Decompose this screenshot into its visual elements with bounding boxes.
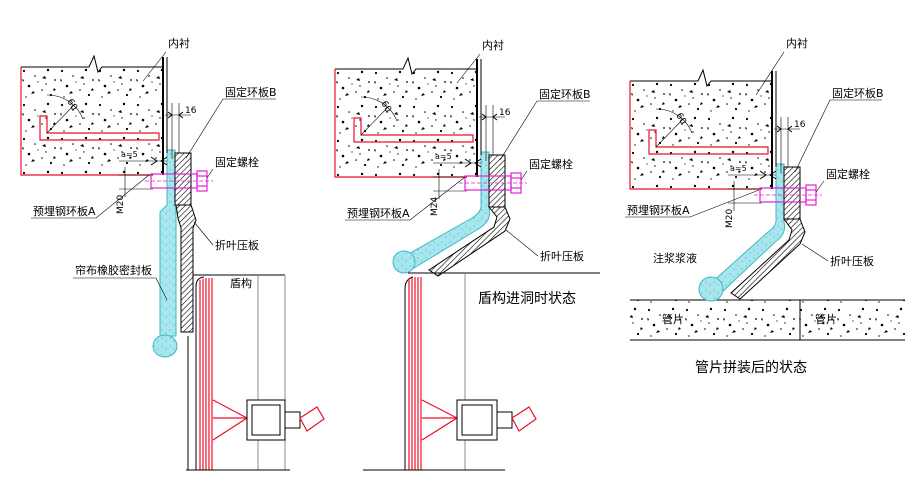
ring-plate-b-label: 固定环板B	[539, 87, 591, 101]
dim-width-label: 16	[185, 106, 197, 116]
ring-plate-a-label: 预埋钢环板A	[33, 204, 96, 218]
ring-plate-b-label: 固定环板B	[832, 86, 884, 100]
gap-label: a=5	[435, 152, 452, 161]
lining-label: 内衬	[786, 36, 808, 50]
panel-initial-state: 内衬 固定环板B 16 60 a=5 固定螺栓 预埋钢环板A M20 折叶压板 …	[20, 36, 325, 471]
dim-width-label: 16	[794, 120, 806, 130]
ring-plate-a-label: 预埋钢环板A	[627, 203, 690, 217]
lining-concrete-detail	[334, 57, 528, 208]
rubber-seal	[392, 151, 491, 274]
lining-label: 内衬	[168, 36, 190, 50]
tunnel-segments	[630, 299, 905, 341]
bolt-size-label: M20	[725, 209, 735, 228]
gap-label: a=5	[121, 150, 138, 159]
lining-concrete-detail	[20, 55, 214, 206]
shield-label: 盾构	[230, 276, 252, 290]
segment-label: 管片	[662, 312, 684, 326]
panel-caption: 管片拼装后的状态	[695, 360, 807, 376]
flap-plate-label: 折叶压板	[540, 249, 584, 263]
panel-shield-entering: 内衬 固定环板B 16 60 a=5 固定螺栓 预埋钢环板A M24 折叶压板 …	[334, 38, 600, 471]
panel-after-segment-assembly: 内衬 固定环板B 16 60 a=5 固定螺栓 预埋钢环板A M20 折叶压板 …	[625, 36, 905, 376]
segment-label: 管片	[815, 312, 837, 326]
flap-plate	[730, 218, 806, 300]
shield-machine	[363, 272, 600, 471]
grout-label: 注浆浆液	[653, 251, 697, 265]
flap-plate-label: 折叶压板	[830, 254, 874, 268]
dim-width-label: 16	[499, 108, 511, 118]
flap-plate	[175, 204, 197, 333]
flap-plate	[428, 206, 511, 277]
ring-plate-b-label: 固定环板B	[225, 85, 277, 99]
bolt-label: 固定螺栓	[826, 167, 870, 181]
flap-plate-label: 折叶压板	[215, 238, 259, 252]
bolt-size-label: M24	[430, 197, 440, 216]
bolt-size-label: M20	[116, 195, 126, 214]
rubber-seal	[152, 149, 178, 358]
bolt-label: 固定螺栓	[529, 157, 573, 171]
rubber-seal	[698, 163, 786, 302]
bolt-label: 固定螺栓	[215, 155, 259, 169]
shield-machine	[186, 274, 325, 471]
lining-label: 内衬	[482, 38, 504, 52]
lining-concrete-detail	[629, 69, 823, 220]
gap-label: a=5	[730, 164, 747, 173]
ring-plate-a-label: 预埋钢环板A	[347, 206, 410, 220]
rubber-seal-label: 帘布橡胶密封板	[75, 263, 152, 277]
panel-caption: 盾构进洞时状态	[478, 291, 576, 307]
